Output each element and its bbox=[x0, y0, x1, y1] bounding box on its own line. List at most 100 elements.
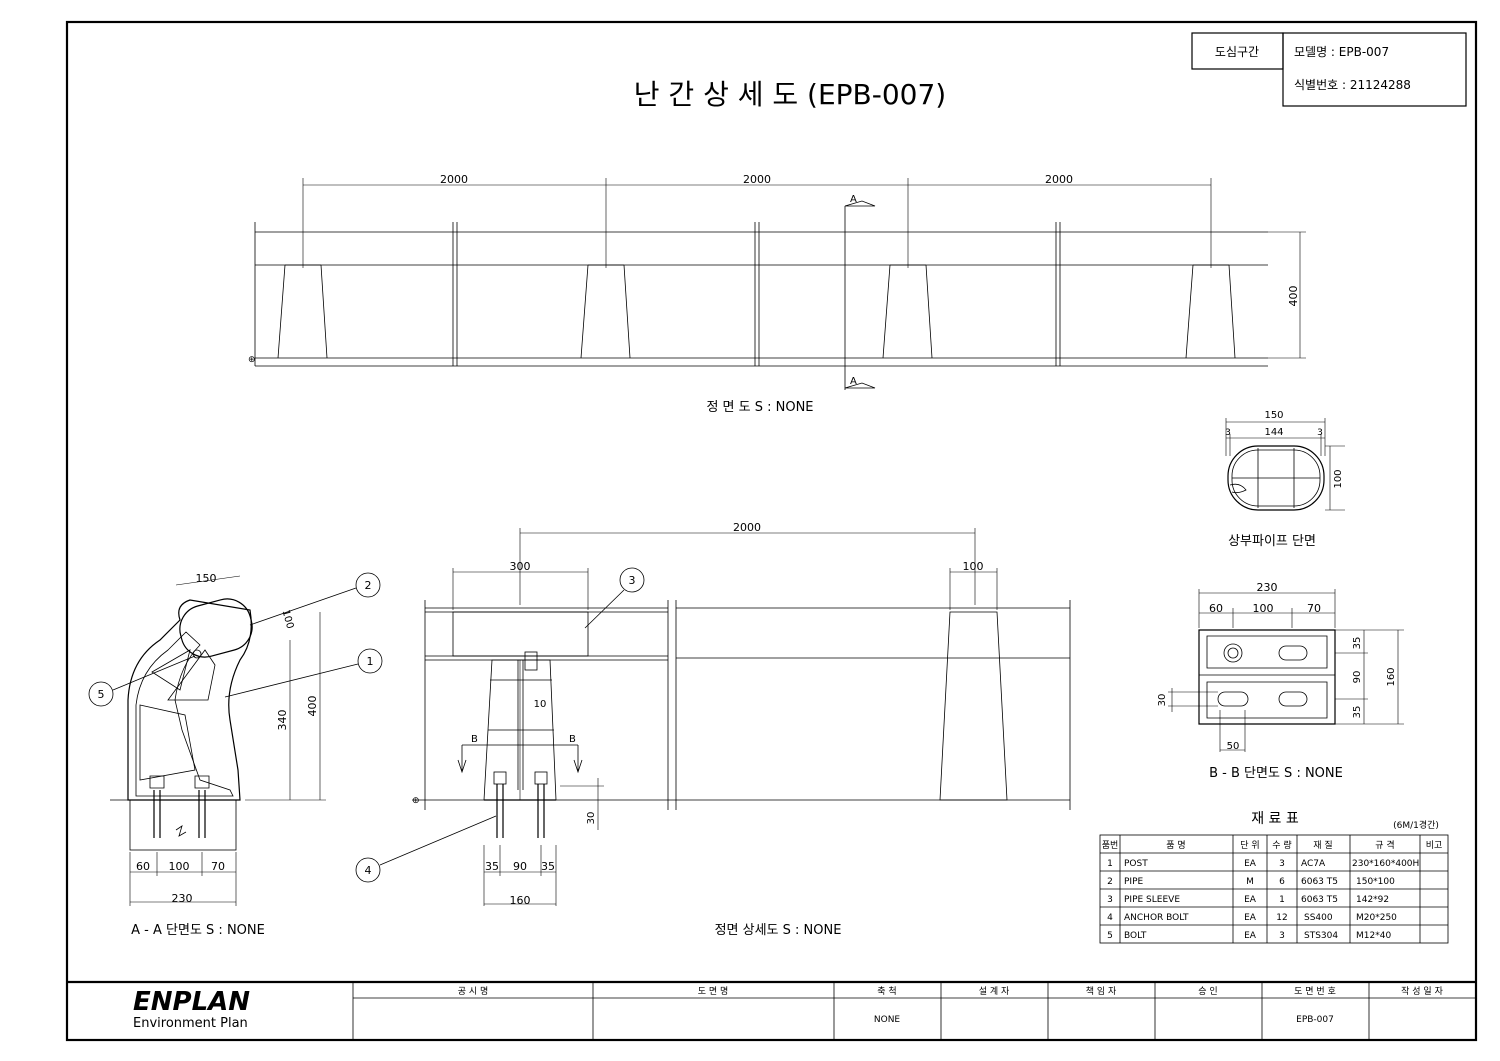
tb-h-drawing: 도 면 명 bbox=[698, 986, 729, 997]
aa-dim-100: 100 bbox=[169, 860, 190, 873]
table-row: 12 bbox=[1276, 913, 1287, 923]
table-row: STS304 bbox=[1304, 931, 1338, 941]
bb-dim-70: 70 bbox=[1307, 602, 1321, 615]
mat-h-unit: 단 위 bbox=[1240, 840, 1259, 851]
table-row: EA bbox=[1244, 859, 1257, 869]
table-row: 3 bbox=[1279, 859, 1285, 869]
table-row: AC7A bbox=[1301, 859, 1326, 869]
id-label: 식별번호 : 21124288 bbox=[1294, 78, 1411, 92]
table-row: 6063 T5 bbox=[1301, 895, 1338, 905]
section-mark-b-right: B bbox=[569, 734, 576, 745]
detail-view-caption: 정면 상세도 S : NONE bbox=[715, 923, 842, 938]
detail-dim-10: 10 bbox=[534, 699, 547, 710]
mat-h-note: 비고 bbox=[1426, 840, 1443, 851]
table-row: ANCHOR BOLT bbox=[1124, 913, 1189, 923]
pipe-width-dim: 150 bbox=[1264, 410, 1283, 421]
bb-dim-60: 60 bbox=[1209, 602, 1223, 615]
bb-dim-30: 30 bbox=[1157, 694, 1168, 707]
section-mark-b-left: B bbox=[471, 734, 478, 745]
span-dim-3: 2000 bbox=[1045, 173, 1073, 186]
detail-dim-35b: 35 bbox=[541, 860, 555, 873]
table-row: POST bbox=[1124, 859, 1148, 869]
section-label: 도심구간 bbox=[1215, 45, 1259, 59]
table-row: 3 bbox=[1107, 895, 1113, 905]
table-row: 142*92 bbox=[1356, 895, 1389, 905]
detail-dim-90: 90 bbox=[513, 860, 527, 873]
front-view-caption: 정 면 도 S : NONE bbox=[706, 400, 813, 415]
table-row: 5 bbox=[1107, 931, 1113, 941]
table-row: 1 bbox=[1279, 895, 1285, 905]
bb-section-caption: B - B 단면도 S : NONE bbox=[1209, 766, 1343, 781]
table-row: 1 bbox=[1107, 859, 1113, 869]
table-row: PIPE bbox=[1124, 877, 1144, 887]
detail-view: 2000 300 100 10 bbox=[355, 521, 1071, 907]
table-row: 6063 T5 bbox=[1301, 877, 1338, 887]
table-row: 3 bbox=[1279, 931, 1285, 941]
table-row: 150*100 bbox=[1356, 877, 1395, 887]
tb-h-number: 도 면 번 호 bbox=[1294, 986, 1336, 997]
bb-dim-35b: 35 bbox=[1352, 706, 1363, 719]
logo: ENPLAN bbox=[133, 987, 250, 1017]
section-mark-a-top: A bbox=[850, 194, 857, 205]
tb-h-date: 작 성 일 자 bbox=[1401, 986, 1443, 997]
callout-2: 2 bbox=[365, 579, 372, 592]
detail-dim-100: 100 bbox=[963, 560, 984, 573]
pipe-wall-right-dim: 3 bbox=[1317, 428, 1323, 438]
tb-h-project: 공 시 명 bbox=[458, 986, 489, 997]
aa-dim-70: 70 bbox=[211, 860, 225, 873]
title-block: 공 시 명 도 면 명 축 척 설 계 자 책 임 자 승 인 도 면 번 호 … bbox=[67, 980, 1476, 1040]
pipe-wall-left-dim: 3 bbox=[1225, 428, 1231, 438]
header-boxes: 도심구간 모델명 : EPB-007 식별번호 : 21124288 bbox=[1191, 32, 1467, 107]
table-row: M bbox=[1246, 877, 1254, 887]
mat-h-name: 품 명 bbox=[1166, 840, 1185, 851]
detail-span-dim: 2000 bbox=[733, 521, 761, 534]
bb-dim-35a: 35 bbox=[1352, 637, 1363, 650]
bb-dim-50: 50 bbox=[1227, 741, 1240, 752]
mat-h-qty: 수 량 bbox=[1272, 839, 1291, 851]
span-dim-1: 2000 bbox=[440, 173, 468, 186]
bb-dim-90: 90 bbox=[1352, 671, 1363, 684]
front-view: 2000 2000 2000 400 A A ⊕ bbox=[248, 173, 1306, 390]
aa-dim-150: 150 bbox=[196, 572, 217, 585]
height-dim: 400 bbox=[1287, 286, 1300, 307]
callout-5: 5 bbox=[98, 688, 105, 701]
tb-h-manager: 책 임 자 bbox=[1086, 985, 1117, 997]
mat-h-material: 재 질 bbox=[1313, 839, 1332, 851]
materials-note: (6M/1경간) bbox=[1393, 819, 1439, 831]
callout-3: 3 bbox=[629, 574, 636, 587]
bb-dim-160: 160 bbox=[1386, 667, 1397, 686]
pipe-inner-dim: 144 bbox=[1264, 427, 1283, 438]
detail-dim-300: 300 bbox=[510, 560, 531, 573]
materials-table: 품번 품 명 단 위 수 량 재 질 규 격 비고 1 POST EA 3 AC… bbox=[1099, 834, 1449, 944]
span-dim-2: 2000 bbox=[743, 173, 771, 186]
table-row: EA bbox=[1244, 931, 1257, 941]
aa-dim-400: 400 bbox=[306, 696, 319, 717]
mat-h-no: 품번 bbox=[1102, 840, 1119, 851]
aa-dim-60: 60 bbox=[136, 860, 150, 873]
table-row: EA bbox=[1244, 895, 1257, 905]
table-row: PIPE SLEEVE bbox=[1124, 895, 1180, 905]
tb-h-scale: 축 척 bbox=[877, 986, 896, 997]
model-label: 모델명 : EPB-007 bbox=[1294, 45, 1389, 59]
tb-h-approval: 승 인 bbox=[1198, 986, 1217, 997]
detail-dim-160: 160 bbox=[510, 894, 531, 907]
sheet-border bbox=[65, 20, 1478, 1042]
pipe-section-caption: 상부파이프 단면 bbox=[1228, 534, 1316, 549]
mat-h-spec: 규 격 bbox=[1375, 839, 1394, 851]
aa-dim-230: 230 bbox=[172, 892, 193, 905]
aa-section: 60 100 70 230 150 100 340 400 2 1 5 bbox=[88, 572, 383, 906]
callout-4: 4 bbox=[365, 864, 372, 877]
bb-section: 230 60 100 70 35 90 35 160 30 50 bbox=[1157, 581, 1404, 752]
table-row: SS400 bbox=[1304, 913, 1333, 923]
page-title: 난 간 상 세 도 (EPB-007) bbox=[634, 78, 946, 111]
tb-number-value: EPB-007 bbox=[1296, 1015, 1334, 1025]
center-mark-icon: ⊕ bbox=[248, 355, 256, 365]
aa-dim-340: 340 bbox=[276, 710, 289, 731]
bb-dim-100: 100 bbox=[1253, 602, 1274, 615]
materials-title: 재 료 표 bbox=[1251, 811, 1299, 827]
table-row: M20*250 bbox=[1356, 913, 1397, 923]
pipe-height-dim: 100 bbox=[1333, 469, 1344, 488]
section-mark-a-bottom: A bbox=[850, 376, 857, 387]
detail-center-mark-icon: ⊕ bbox=[412, 796, 420, 806]
